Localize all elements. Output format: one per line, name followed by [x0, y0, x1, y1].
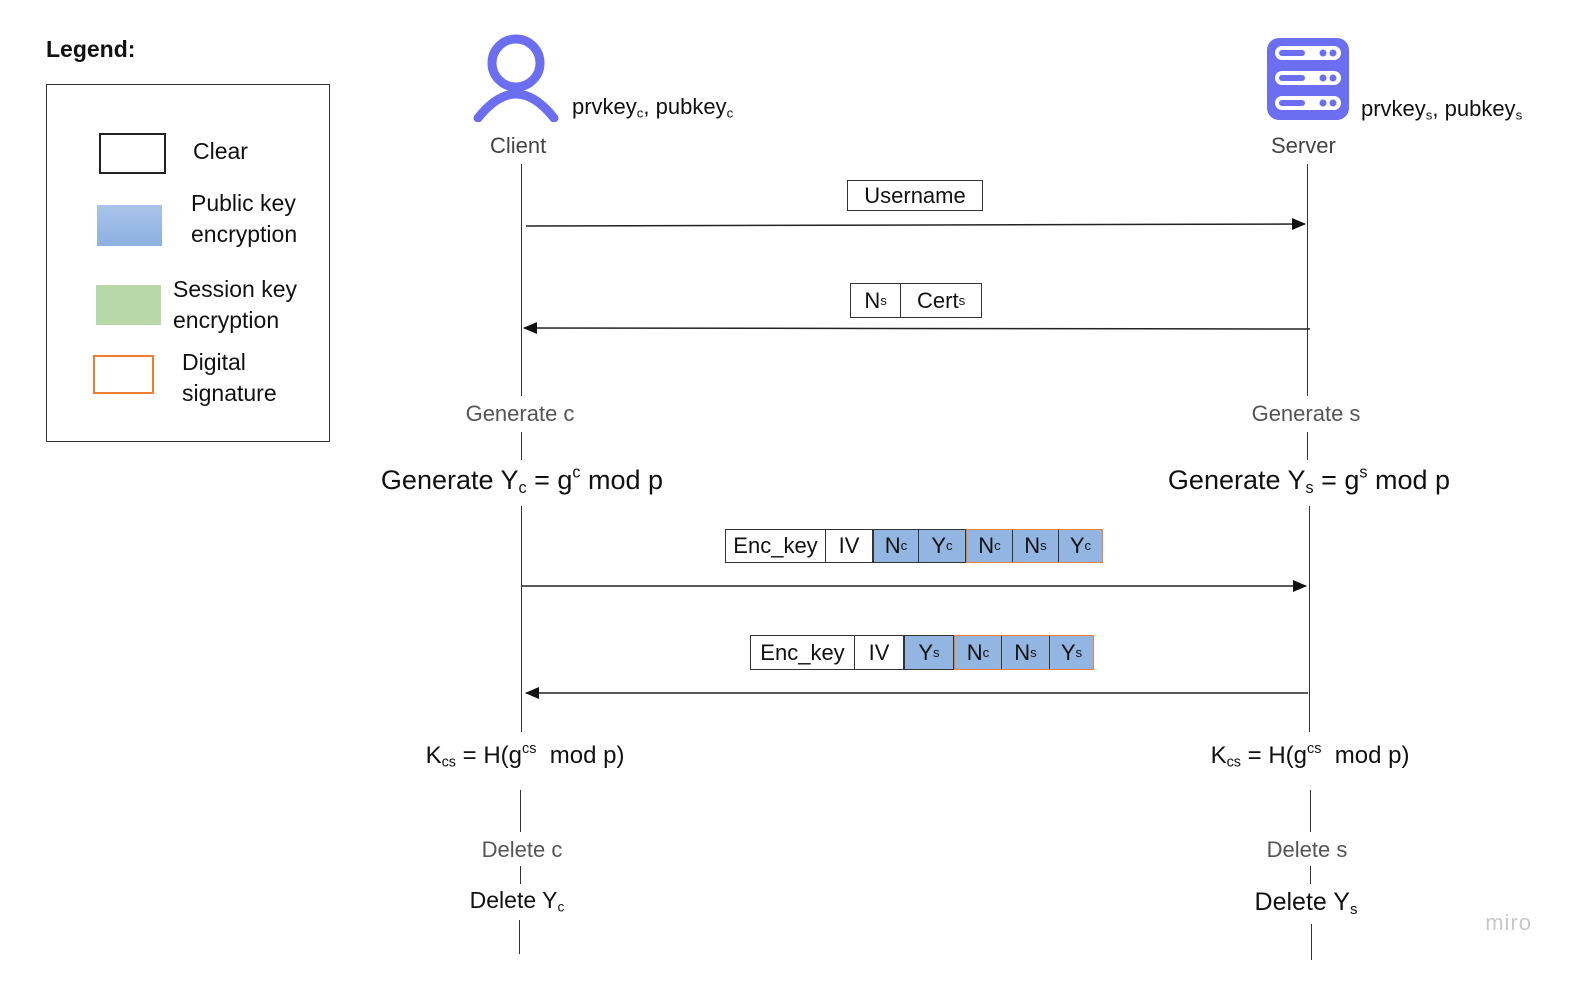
client-keys: prvkeyc, pubkeyc: [572, 94, 734, 121]
field-enc-key: Enc_key: [751, 636, 855, 669]
message-username: Username: [847, 180, 983, 211]
arrow-username: [525, 218, 1306, 231]
client-delete-c: Delete c: [481, 837, 563, 862]
legend-label-public-key: Public key encryption: [191, 190, 298, 247]
client-lifeline: [521, 506, 522, 732]
legend-label-clear: Clear: [193, 138, 248, 164]
client-lifeline: [520, 790, 521, 832]
client-lifeline: [521, 432, 522, 460]
server-kcs: Kcs = H(gcs mod p): [1210, 740, 1410, 771]
server-generate-y: Generate Ys = gs mod p: [1167, 463, 1451, 498]
field-iv: IV: [838, 533, 860, 558]
client-delete-y: Delete Yc: [469, 887, 565, 915]
server-lifeline: [1309, 506, 1310, 732]
server-keys: prvkeys, pubkeys: [1361, 96, 1523, 123]
server-generate-s: Generate s: [1251, 401, 1361, 426]
legend-label-signature: Digital signature: [182, 349, 277, 406]
client-generate-y: Generate Yc = gc mod p: [380, 463, 664, 498]
legend-swatch-session-key: [96, 285, 161, 325]
legend-swatch-clear: [99, 133, 166, 174]
field-enc-key: Enc_key: [726, 530, 826, 562]
legend-swatch-signature: [93, 355, 154, 394]
arrow-cert: [523, 322, 1311, 335]
legend-box: Clear Public key encryption Session key …: [46, 84, 330, 442]
server-delete-y: Delete Ys: [1254, 888, 1358, 918]
client-generate-c: Generate c: [465, 401, 575, 426]
server-lifeline: [1307, 164, 1308, 396]
clear-group: Enc_key IV: [725, 529, 873, 563]
legend-label-session-key: Session key encryption: [173, 276, 298, 333]
client-user-icon: [473, 34, 559, 122]
server-lifeline: [1310, 790, 1311, 832]
server-icon: [1267, 38, 1349, 120]
server-label: Server: [1271, 133, 1336, 158]
legend-title: Legend:: [46, 36, 136, 62]
field-iv: IV: [868, 639, 890, 665]
field-username: Username: [864, 182, 966, 208]
server-lifeline: [1311, 924, 1312, 960]
client-lifeline: [520, 866, 521, 884]
client-label: Client: [490, 133, 547, 158]
client-lifeline: [521, 164, 522, 396]
server-lifeline: [1307, 432, 1308, 460]
miro-watermark: miro: [1485, 910, 1532, 935]
server-delete-s: Delete s: [1266, 837, 1348, 862]
legend-swatch-public-key: [97, 205, 162, 246]
client-lifeline: [519, 920, 520, 954]
client-kcs: Kcs = H(gcs mod p): [425, 740, 625, 771]
clear-group: Enc_key IV: [750, 635, 904, 670]
server-lifeline: [1310, 866, 1311, 884]
